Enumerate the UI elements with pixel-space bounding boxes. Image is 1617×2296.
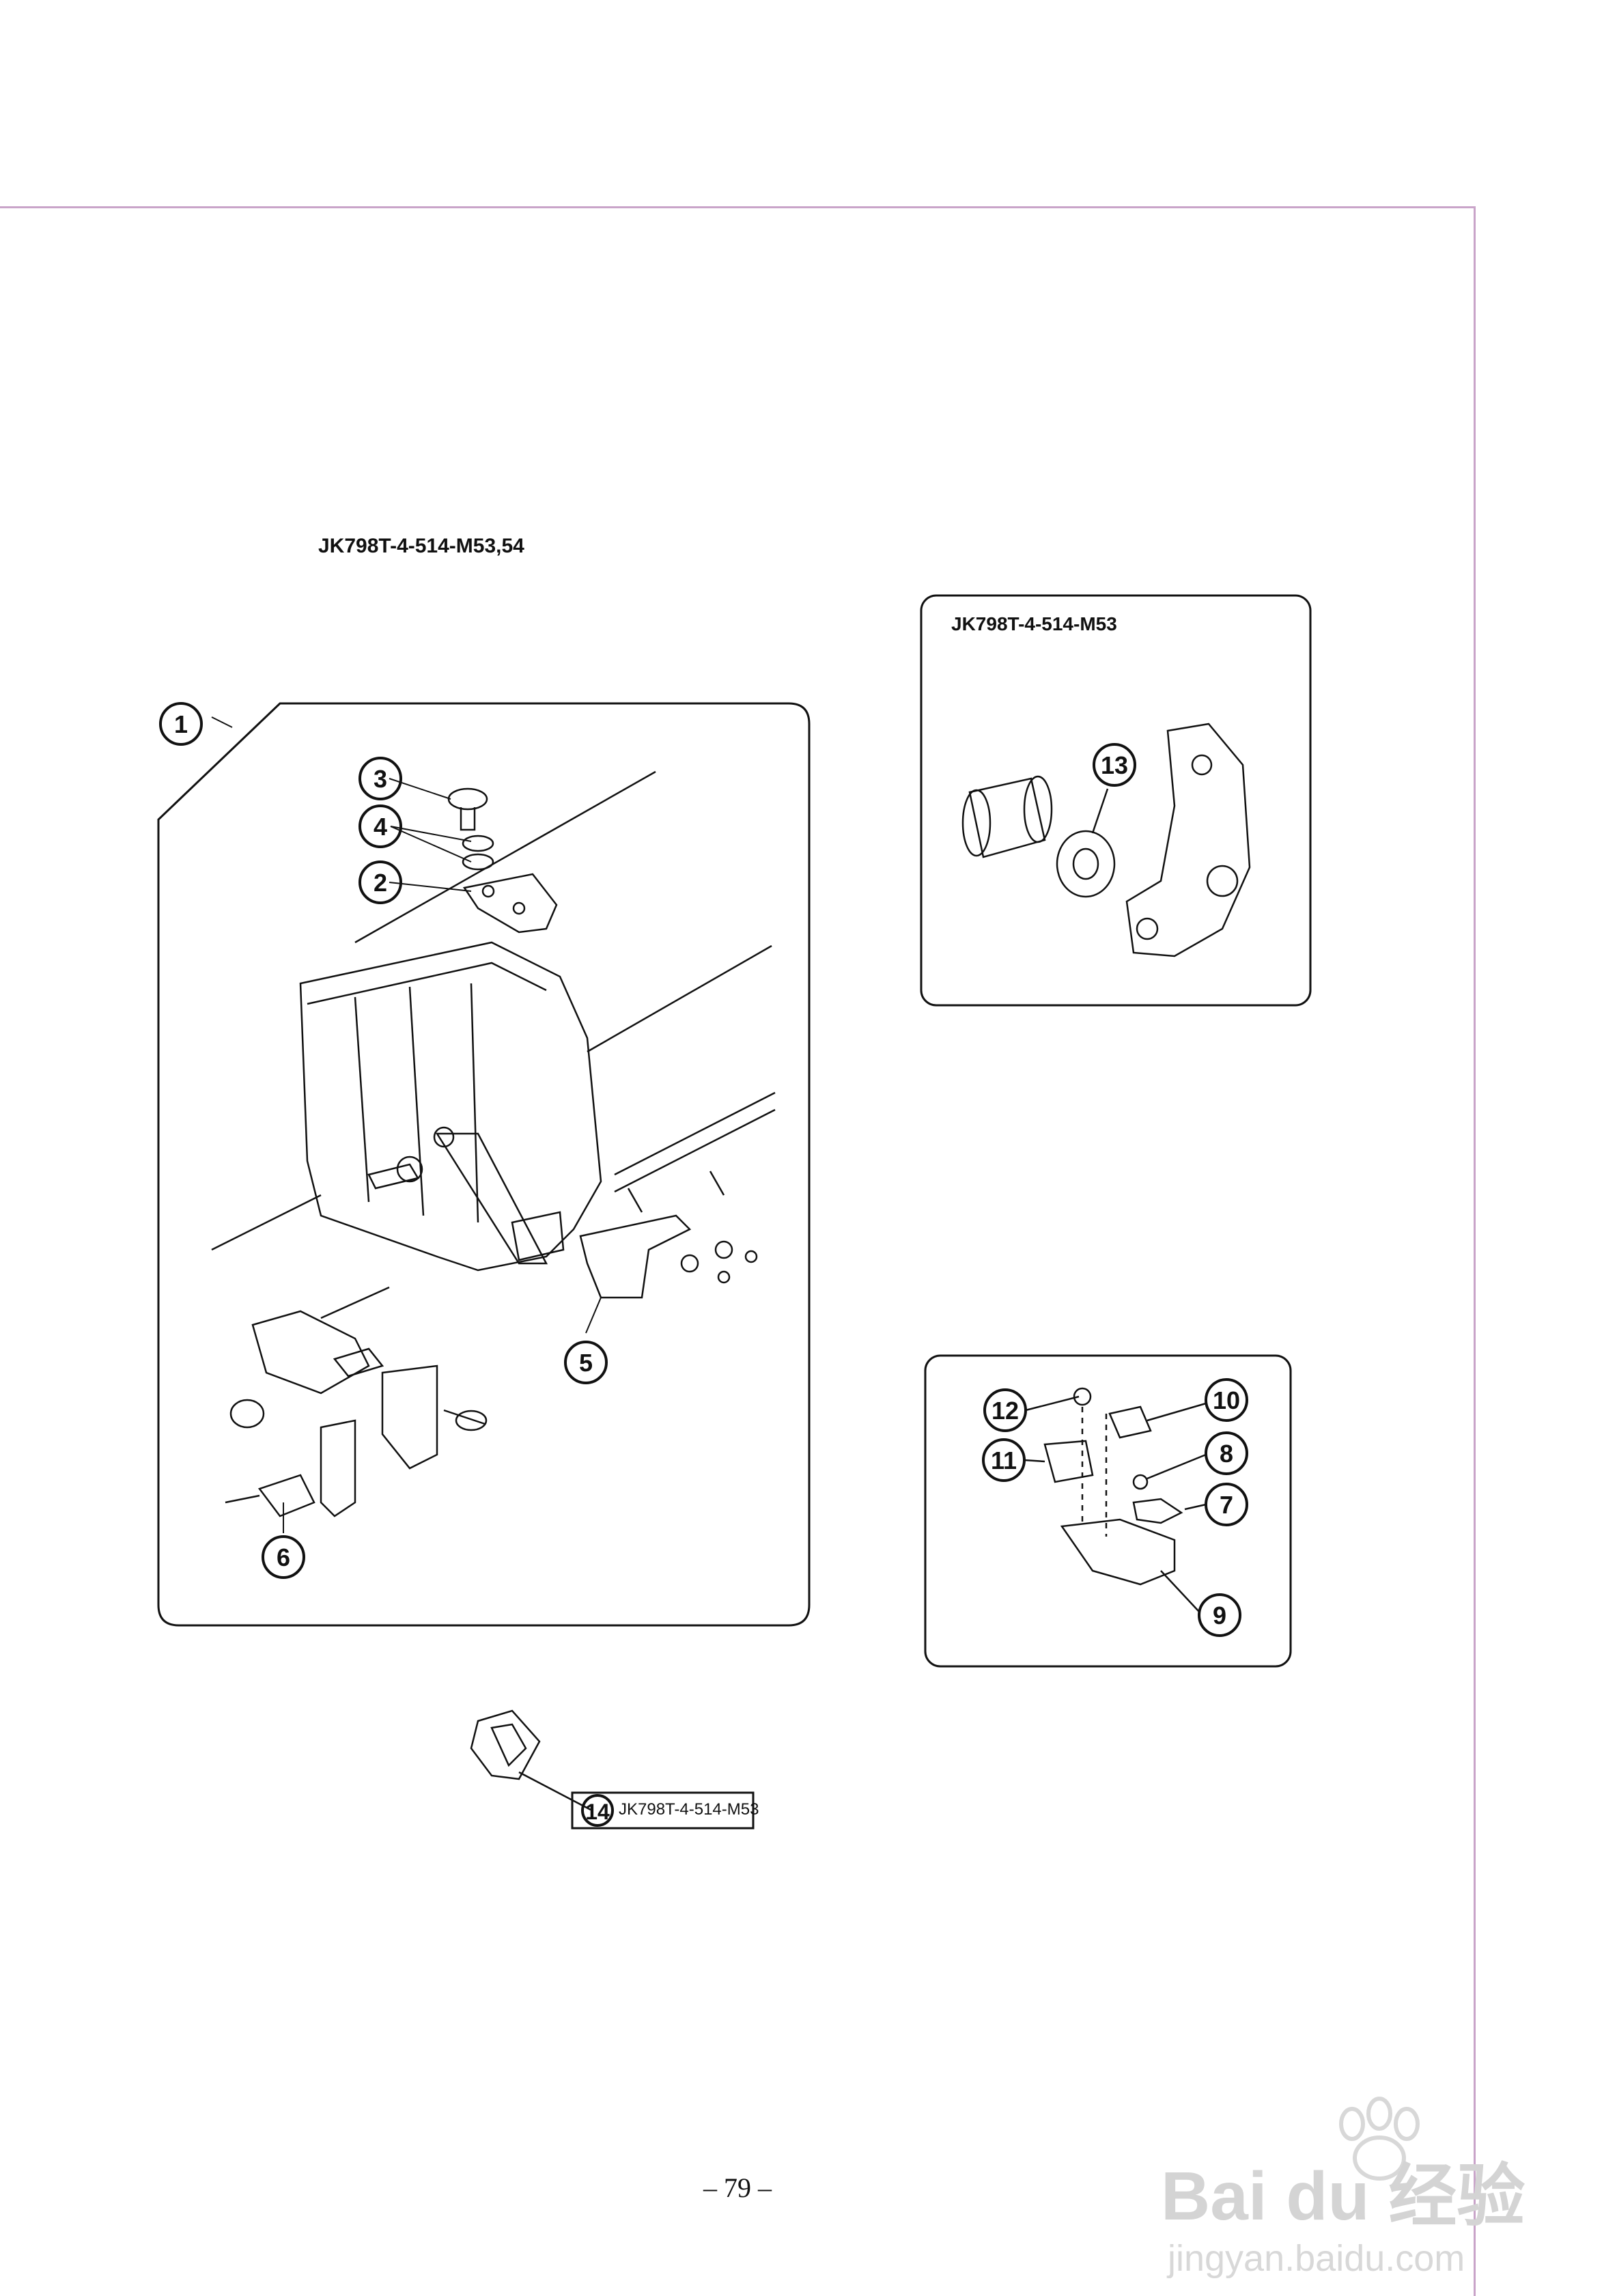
thread-guide-parts (447, 787, 558, 934)
callout-2-text: 2 (374, 869, 387, 897)
part-14-drawing (470, 1709, 591, 1811)
watermark-brand: Bai du 经验 (1161, 2158, 1525, 2235)
main-diagram-panel (157, 702, 811, 1627)
page-frame-top (0, 206, 1475, 208)
leader-lines (211, 716, 602, 1533)
callout-5 (564, 1341, 608, 1384)
callout-6-text: 6 (277, 1543, 290, 1571)
callout-7-text: 7 (1220, 1491, 1233, 1519)
inset-top-model-label: JK798T-4-514-M53 (951, 613, 1117, 634)
callout-3-text: 3 (374, 765, 387, 793)
callout-8 (1205, 1431, 1248, 1475)
callout-1-text: 1 (174, 710, 188, 738)
baidu-watermark: Bai du 经验 jingyan.baidu.com (1161, 2097, 1525, 2279)
callout-6 (262, 1535, 305, 1579)
page-number: – 79 – (703, 2172, 772, 2203)
inset-top-panel (920, 594, 1312, 1007)
bushing-and-clamp-drawing (961, 723, 1251, 957)
callout-7 (1205, 1483, 1248, 1526)
machine-head-drawing (211, 770, 776, 1272)
callout-circles (159, 702, 1248, 1827)
inset-bottom-panel (924, 1354, 1292, 1668)
callout-9 (1198, 1593, 1241, 1637)
callout-3 (358, 757, 402, 800)
callout-4-text: 4 (374, 813, 387, 841)
callout-12-text: 12 (992, 1397, 1019, 1425)
callout-9-text: 9 (1213, 1601, 1226, 1629)
callout-14 (581, 1794, 614, 1827)
callout-10-text: 10 (1213, 1386, 1240, 1414)
callout-11 (982, 1438, 1026, 1482)
looper-assembly-drawing (225, 1286, 488, 1517)
watermark-url: jingyan.baidu.com (1166, 2238, 1465, 2279)
part-14-model-label: JK798T-4-514-M53 (619, 1800, 759, 1819)
paw-logo-icon (1339, 2097, 1420, 2181)
callout-12 (983, 1388, 1027, 1432)
callout-8-text: 8 (1220, 1440, 1233, 1468)
page-frame-right (1474, 206, 1476, 2296)
callout-13-text: 13 (1101, 751, 1128, 779)
presser-foot-drawing (1024, 1387, 1207, 1612)
callout-5-text: 5 (579, 1349, 593, 1377)
callout-14-text: 14 (585, 1800, 610, 1824)
callout-10 (1205, 1378, 1248, 1422)
callout-2 (358, 860, 402, 904)
part-14-label-box (571, 1791, 755, 1830)
callout-13 (1093, 743, 1136, 787)
callout-1 (159, 702, 203, 746)
callout-11-text: 11 (991, 1446, 1017, 1474)
bracket-drawing (579, 1214, 758, 1299)
callout-4 (358, 804, 402, 848)
main-model-label: JK798T-4-514-M53,54 (318, 535, 524, 557)
